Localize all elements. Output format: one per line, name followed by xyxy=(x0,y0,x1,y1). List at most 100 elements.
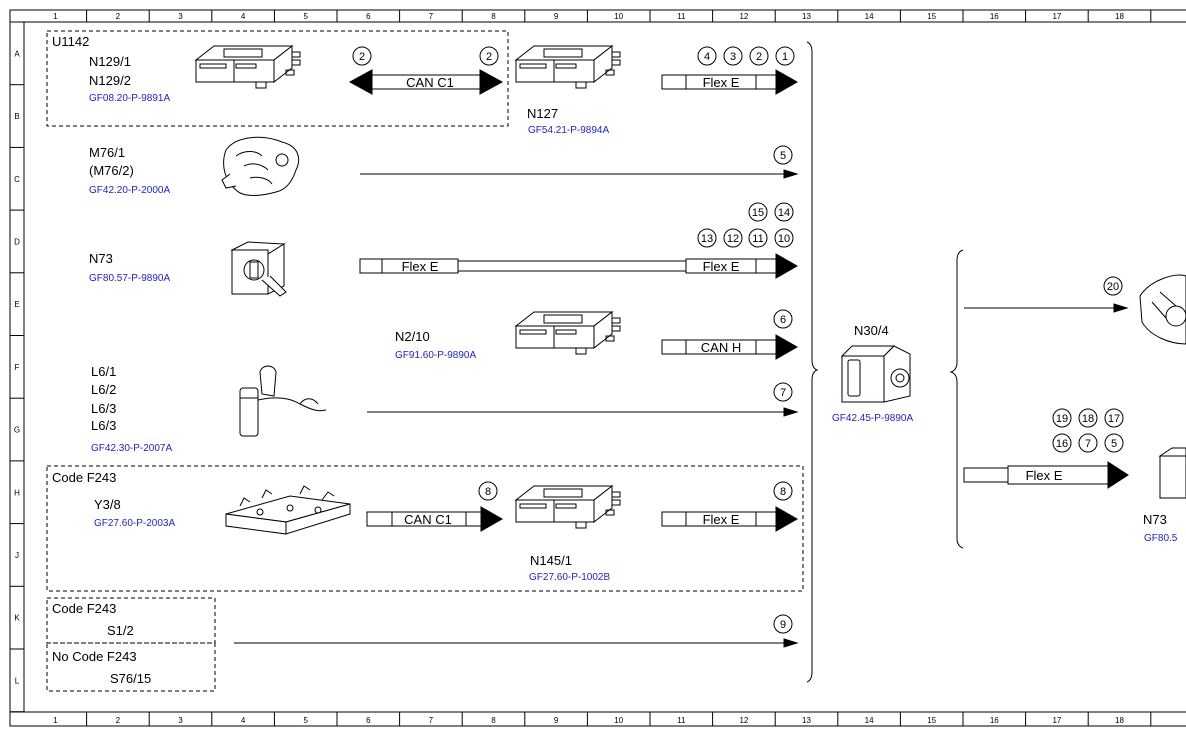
svg-text:14: 14 xyxy=(778,207,790,219)
column-number: 15 xyxy=(927,716,936,725)
row-letter: F xyxy=(15,363,20,372)
bus-can-c1-top: CAN C1 xyxy=(348,69,504,95)
column-number: 8 xyxy=(491,716,496,725)
group-label-code-f243-switch: Code F243 xyxy=(52,601,116,616)
brace-left-inputs xyxy=(806,41,819,683)
svg-text:1: 1 xyxy=(782,51,788,63)
column-number: 3 xyxy=(178,716,183,725)
control-unit-icon-n145-1 xyxy=(515,485,621,529)
svg-text:5: 5 xyxy=(780,150,786,162)
svg-text:12: 12 xyxy=(727,233,739,245)
bus-can-h: CAN H xyxy=(661,334,799,360)
group-label-code-f243: Code F243 xyxy=(52,470,116,485)
actuator-motor-icon xyxy=(221,136,300,196)
label-n145-1: N145/1 xyxy=(530,553,572,568)
bus-flex-e-n127: Flex E xyxy=(661,69,799,95)
column-number: 14 xyxy=(865,716,874,725)
bus-flex-e-n145-1: Flex E xyxy=(661,506,799,532)
bus-label-can-c1-top: CAN C1 xyxy=(406,75,454,90)
column-number: 6 xyxy=(366,12,371,21)
column-number: 18 xyxy=(1115,716,1124,725)
speed-sensor-icon xyxy=(239,365,327,437)
ref-n73: GF80.57-P-9890A xyxy=(89,273,170,284)
label-n127: N127 xyxy=(527,106,558,121)
group-box-no-code-f243 xyxy=(46,642,216,692)
ref-n127: GF54.21-P-9894A xyxy=(528,125,609,136)
steering-column-icon xyxy=(1139,274,1186,345)
column-number: 12 xyxy=(739,716,748,725)
svg-text:8: 8 xyxy=(485,486,491,498)
column-number: 9 xyxy=(554,12,559,21)
column-number: 12 xyxy=(739,12,748,21)
svg-text:17: 17 xyxy=(1108,413,1120,425)
column-number: 7 xyxy=(429,716,434,725)
bus-label-flex-e-n73-right: Flex E xyxy=(703,259,740,274)
svg-text:7: 7 xyxy=(780,387,786,399)
label-m76-1: M76/1 xyxy=(89,145,125,160)
label-n129-1: N129/1 xyxy=(89,54,131,69)
label-s76-15: S76/15 xyxy=(110,671,151,686)
ref-l6: GF42.30-P-2007A xyxy=(91,443,172,454)
column-number: 2 xyxy=(116,12,121,21)
bus-label-flex-e-n73-left: Flex E xyxy=(402,259,439,274)
svg-text:20: 20 xyxy=(1107,281,1119,293)
ref-n2-10: GF91.60-P-9890A xyxy=(395,350,476,361)
svg-text:13: 13 xyxy=(701,233,713,245)
column-number: 17 xyxy=(1052,12,1061,21)
circle-10: 10 xyxy=(774,228,794,248)
column-number: 4 xyxy=(241,12,246,21)
row-letter: G xyxy=(14,426,20,435)
column-number: 5 xyxy=(303,716,308,725)
column-number: 15 xyxy=(927,12,936,21)
circle-7: 7 xyxy=(773,382,793,402)
column-number: 9 xyxy=(554,716,559,725)
column-number: 13 xyxy=(802,716,811,725)
circle-18: 18 xyxy=(1078,408,1098,428)
column-number: 11 xyxy=(677,716,686,725)
column-number: 10 xyxy=(614,12,623,21)
ref-m76: GF42.20-P-2000A xyxy=(89,185,170,196)
svg-text:8: 8 xyxy=(780,486,786,498)
circle-1: 1 xyxy=(775,46,795,66)
column-number: 18 xyxy=(1115,12,1124,21)
circle-5-right: 5 xyxy=(1104,433,1124,453)
group-label-u1142: U1142 xyxy=(52,34,89,49)
group-box-code-f243 xyxy=(46,465,804,592)
ref-y3-8: GF27.60-P-2003A xyxy=(94,518,175,529)
bus-label-flex-e-n127: Flex E xyxy=(703,75,740,90)
svg-text:2: 2 xyxy=(756,51,762,63)
circle-8-left: 8 xyxy=(478,481,498,501)
svg-text:16: 16 xyxy=(1056,438,1068,450)
circle-12: 12 xyxy=(723,228,743,248)
circle-6: 6 xyxy=(773,309,793,329)
circle-5: 5 xyxy=(773,145,793,165)
ignition-switch-icon xyxy=(230,241,287,297)
svg-text:9: 9 xyxy=(780,619,786,631)
row-letter: H xyxy=(14,488,20,497)
arrow-line-7 xyxy=(783,407,799,417)
label-n2-10: N2/10 xyxy=(395,329,430,344)
label-l6-1: L6/1 xyxy=(91,364,116,379)
row-letter: A xyxy=(14,49,20,58)
svg-text:10: 10 xyxy=(778,233,790,245)
circle-4: 4 xyxy=(697,46,717,66)
row-letter: J xyxy=(15,551,19,560)
column-number: 1 xyxy=(53,12,58,21)
circle-2-right: 2 xyxy=(479,46,499,66)
circle-20: 20 xyxy=(1103,276,1123,296)
bus-label-flex-e-n145-1: Flex E xyxy=(703,512,740,527)
control-unit-icon-n129 xyxy=(195,45,301,89)
column-number: 7 xyxy=(429,12,434,21)
circle-13: 13 xyxy=(697,228,717,248)
ref-n129: GF08.20-P-9891A xyxy=(89,93,170,104)
label-s1-2: S1/2 xyxy=(107,623,134,638)
ref-n73-right: GF80.5 xyxy=(1144,533,1178,544)
row-letter: C xyxy=(14,175,20,184)
ignition-switch-icon-right xyxy=(1158,447,1186,499)
label-n129-2: N129/2 xyxy=(89,73,131,88)
column-number: 16 xyxy=(990,716,999,725)
circle-3: 3 xyxy=(723,46,743,66)
circle-9: 9 xyxy=(773,614,793,634)
